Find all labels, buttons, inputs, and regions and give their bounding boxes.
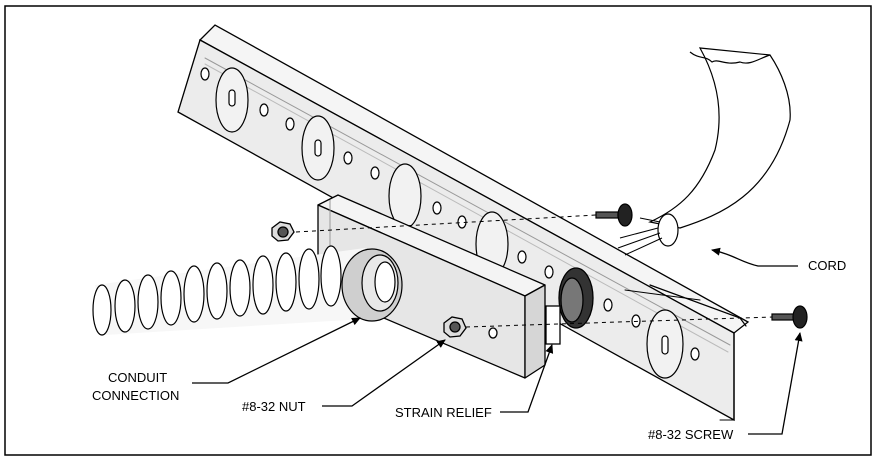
label-conduit-line1: CONDUIT	[108, 370, 167, 385]
label-nut: #8-32 NUT	[242, 399, 306, 414]
assembly-guides	[295, 214, 773, 328]
conduit-icon	[92, 245, 403, 336]
channel-knockouts	[215, 67, 684, 379]
screw-icon-lower	[771, 305, 808, 329]
label-cord: CORD	[808, 258, 846, 273]
strain-relief-icon	[545, 267, 594, 345]
channel-holes	[200, 67, 700, 361]
label-conduit-line2: CONNECTION	[92, 388, 179, 403]
label-strain-relief: STRAIN RELIEF	[395, 405, 492, 420]
hex-nut-icon	[271, 221, 295, 242]
junction-box	[317, 194, 546, 379]
callout-leaders	[192, 247, 803, 435]
box-nut-icon	[443, 316, 467, 338]
screw-icon-upper	[595, 203, 633, 227]
label-screw: #8-32 SCREW	[648, 427, 734, 442]
cord	[617, 47, 791, 256]
